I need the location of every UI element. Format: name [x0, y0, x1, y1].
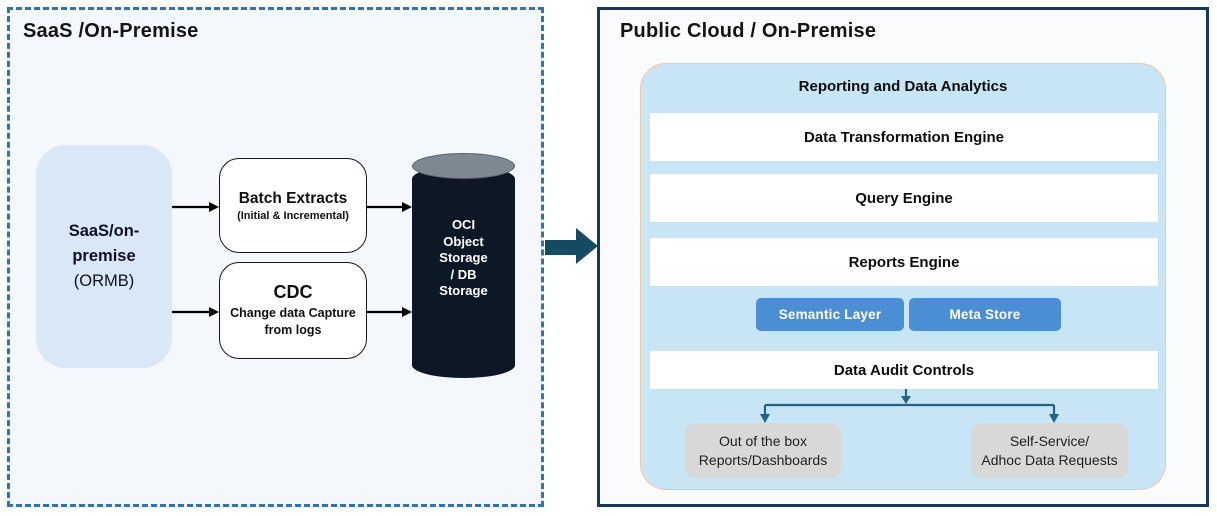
reporting-analytics-container: Reporting and Data Analytics Data Transf… — [640, 63, 1166, 490]
panel-flow-arrow — [545, 228, 598, 264]
oci-storage-cylinder: OCI Object Storage / DB Storage — [412, 153, 515, 378]
cdc-subtitle-line2: from logs — [264, 323, 322, 337]
ootb-reports-line1: Out of the box — [719, 432, 807, 449]
cylinder-label-line1: OCI — [451, 217, 476, 232]
self-service-line1: Self-Service/ — [1009, 432, 1090, 449]
batch-extracts-node: Batch Extracts (Initial & Incremental) — [219, 158, 367, 253]
cylinder-label-line4: / DB — [450, 266, 477, 282]
semantic-layer-chip: Semantic Layer — [756, 298, 904, 331]
ootb-reports-node: Out of the box Reports/Dashboards — [685, 423, 841, 478]
data-flow-arrows — [172, 202, 412, 317]
data-transformation-engine-bar: Data Transformation Engine — [650, 113, 1158, 161]
saas-source-line2: premise — [72, 247, 136, 265]
data-audit-controls-bar: Data Audit Controls — [650, 351, 1158, 389]
audit-branch-arrows — [760, 389, 1059, 423]
batch-extracts-subtitle: (Initial & Incremental) — [237, 209, 349, 222]
batch-extracts-title: Batch Extracts — [238, 189, 348, 207]
cdc-title: CDC — [273, 282, 313, 302]
saas-source-line3: (ORMB) — [73, 272, 135, 290]
query-engine-bar: Query Engine — [650, 174, 1158, 222]
cdc-subtitle-line1: Change data Capture — [230, 306, 356, 320]
public-cloud-panel: Public Cloud / On-Premise Reporting and … — [597, 7, 1209, 507]
cylinder-body — [412, 166, 515, 378]
saas-source-line1: SaaS/on- — [68, 222, 140, 240]
cylinder-label-line5: Storage — [439, 283, 488, 298]
saas-source-node: SaaS/on- premise (ORMB) — [36, 145, 172, 368]
cylinder-label-line3: Storage — [439, 250, 488, 265]
meta-store-chip: Meta Store — [909, 298, 1061, 331]
ootb-reports-line2: Reports/Dashboards — [698, 451, 828, 468]
cdc-node: CDC Change data Capture from logs — [219, 262, 367, 359]
saas-onpremise-panel: SaaS /On-Premise SaaS/on- premise (ORMB)… — [7, 7, 544, 507]
cdc-subtitle: Change data Capture from logs — [230, 305, 356, 339]
self-service-node: Self-Service/ Adhoc Data Requests — [971, 423, 1128, 478]
self-service-line2: Adhoc Data Requests — [981, 451, 1118, 468]
reports-engine-bar: Reports Engine — [650, 238, 1158, 286]
cylinder-label-line2: Object — [443, 233, 484, 249]
oci-storage-label: OCI Object Storage / DB Storage — [412, 217, 515, 300]
cylinder-top-ellipse — [412, 153, 515, 179]
reporting-analytics-title: Reporting and Data Analytics — [798, 78, 1008, 95]
right-panel-title: Public Cloud / On-Premise — [620, 20, 877, 42]
left-panel-title: SaaS /On-Premise — [23, 20, 199, 42]
